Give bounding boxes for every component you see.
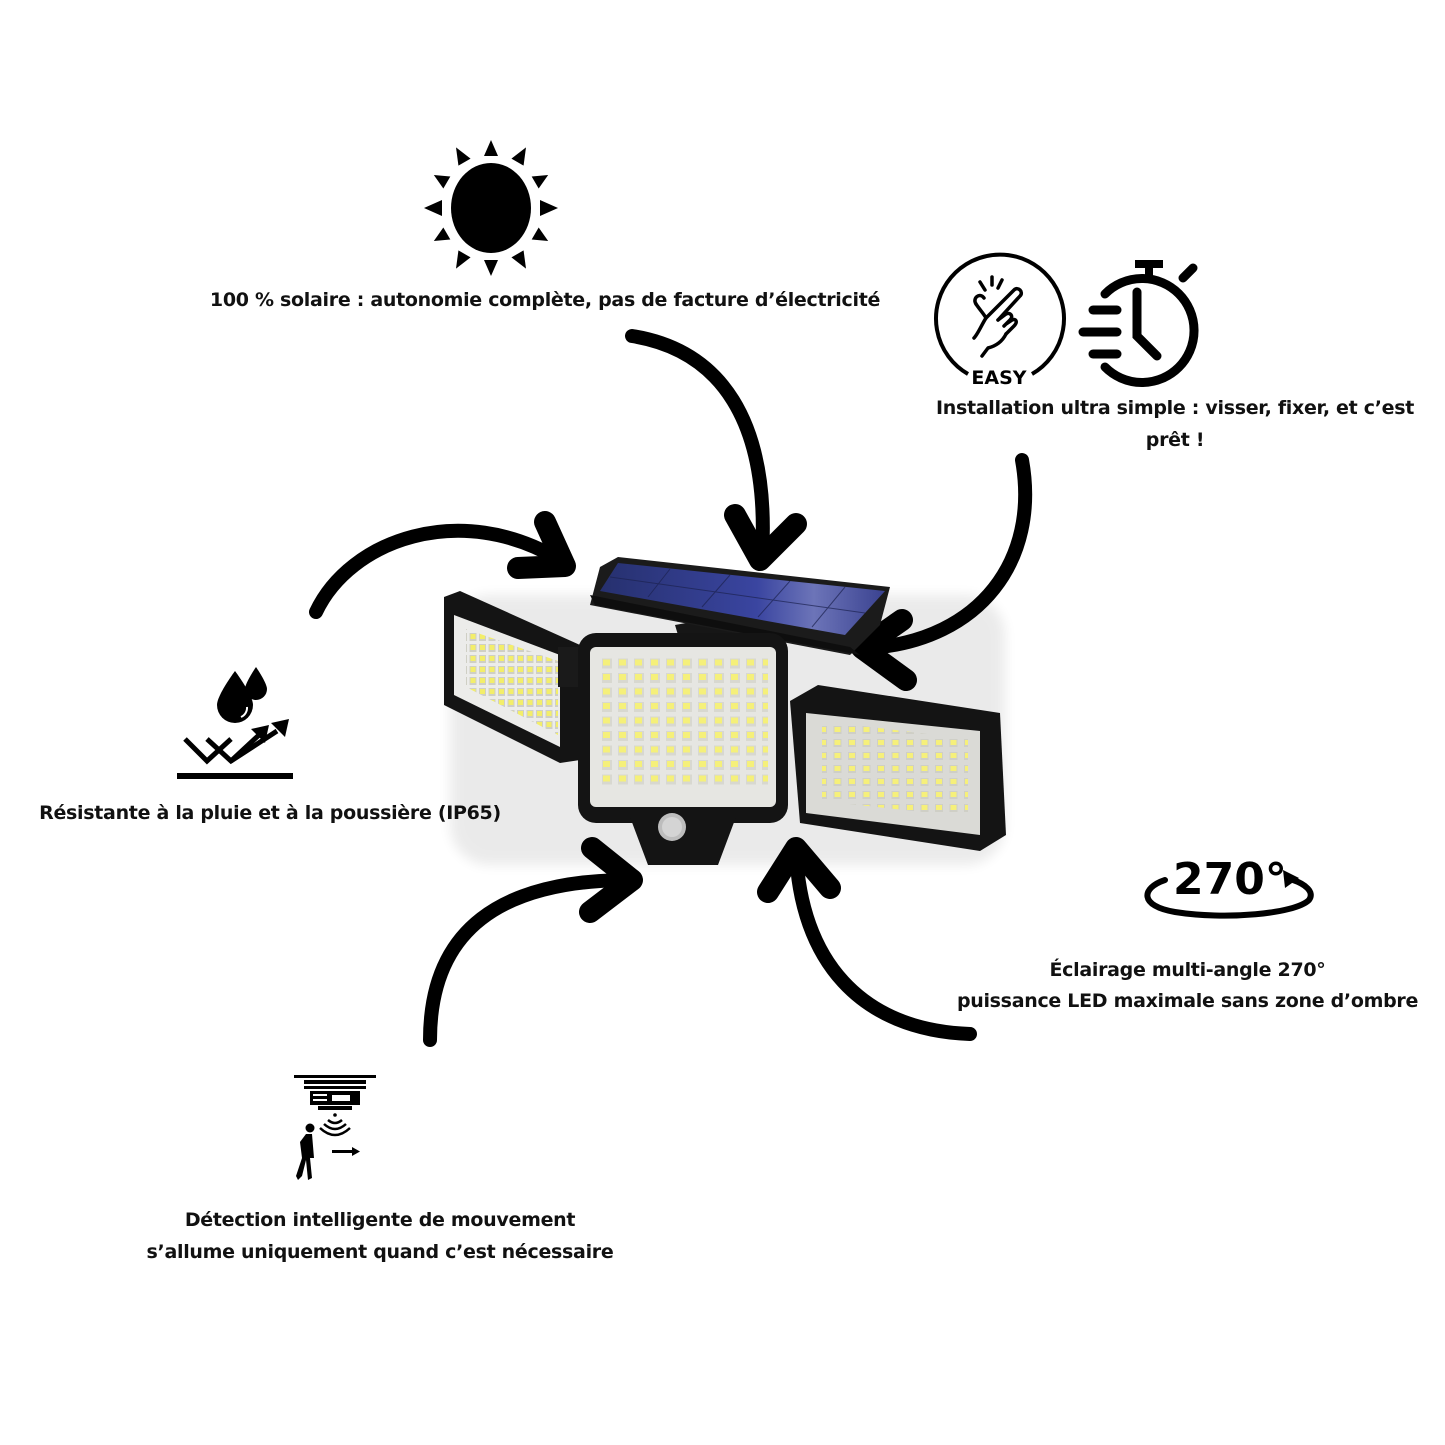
solar-panel: [590, 557, 890, 655]
water-resistant-icon: [175, 665, 297, 785]
waterproof-caption: Résistante à la pluie et à la poussière …: [39, 802, 501, 824]
stopwatch-fast-icon: [1075, 252, 1210, 387]
arrow-icon: [423, 837, 643, 1047]
motion-caption-line2: s’allume uniquement quand c’est nécessai…: [146, 1241, 614, 1263]
angle-caption-line1: Éclairage multi-angle 270°: [1049, 959, 1326, 981]
arrow-icon: [309, 511, 576, 619]
solar-led-wall-light: [440, 555, 1015, 875]
led-panel-left: [444, 591, 580, 763]
easy-hand-icon: EASY: [932, 252, 1066, 389]
led-panel-right: [790, 685, 1006, 851]
solar-caption: 100 % solaire : autonomie complète, pas …: [209, 289, 881, 311]
arrow-icon: [625, 329, 807, 571]
arrow-icon: [757, 837, 977, 1041]
installation-caption-line1: Installation ultra simple : visser, fixe…: [935, 397, 1414, 419]
sun-icon: [424, 140, 558, 276]
led-panel-center: [578, 633, 788, 865]
angle-caption-line2: puissance LED maximale sans zone d’ombre: [956, 990, 1419, 1012]
rotation-270-icon: 270°: [1135, 848, 1315, 920]
motion-caption-line1: Détection intelligente de mouvement: [184, 1209, 576, 1231]
motion-sensor-icon: [290, 1072, 380, 1192]
installation-caption-line2: prêt !: [1145, 429, 1205, 451]
svg-text:270°: 270°: [1173, 854, 1287, 905]
svg-text:EASY: EASY: [971, 367, 1026, 389]
